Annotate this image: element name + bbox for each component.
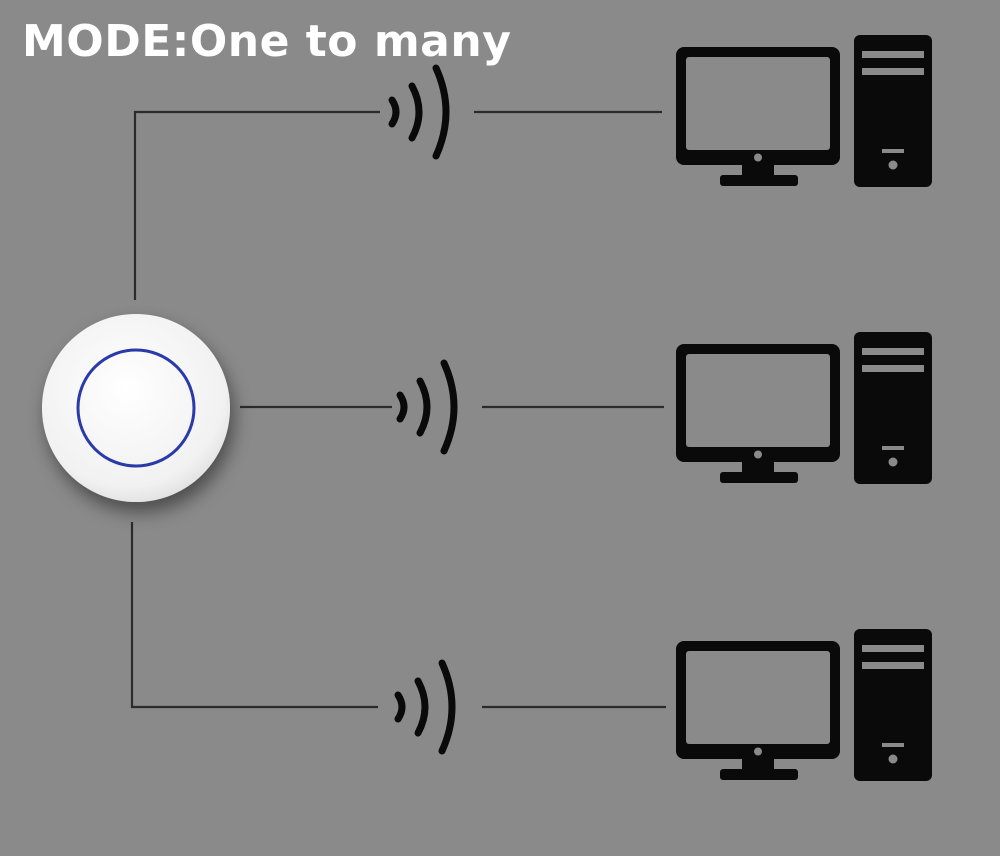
connector-line-bottom (130, 522, 378, 709)
desktop-computer-icon (676, 629, 932, 781)
connector-lines (130, 110, 666, 709)
wireless-signal-icon (398, 663, 452, 751)
desktop-computer-icon (676, 332, 932, 484)
wireless-transmitter-puck-icon (42, 314, 230, 502)
wireless-signal-icon (400, 363, 454, 451)
desktop-computer-icon (676, 35, 932, 187)
diagram-title: MODE:One to many (22, 16, 512, 67)
wireless-signal-icon (392, 68, 446, 156)
connector-line-top (133, 110, 380, 300)
